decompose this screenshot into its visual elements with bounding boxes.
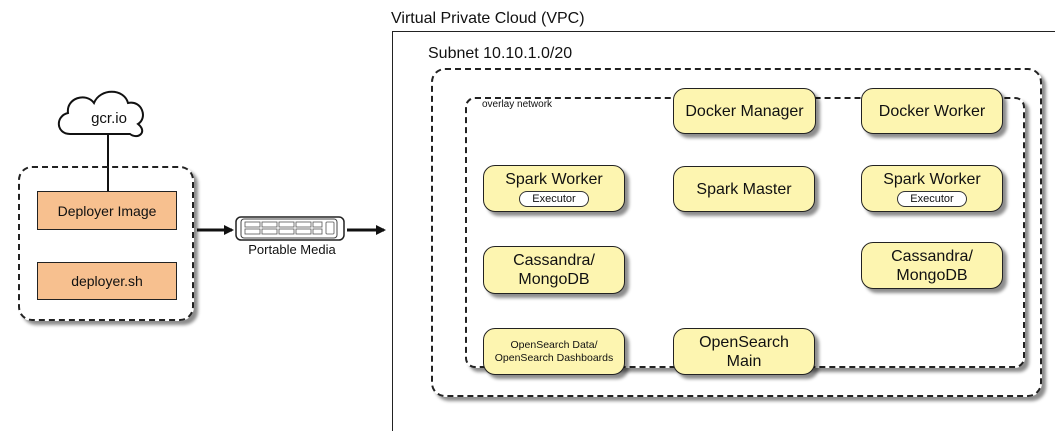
cassandra-mongodb-left-node: Cassandra/ MongoDB [483,246,625,294]
docker-manager-node: Docker Manager [673,88,816,134]
spark-worker-right-label: Spark Worker [883,171,981,188]
cassandra-left-line2: MongoDB [518,271,590,288]
cassandra-right-line1: Cassandra/ [891,247,973,265]
docker-worker-label: Docker Worker [878,102,986,120]
opensearch-main-line2: Main [726,352,762,370]
vpc-boundary [392,31,1055,431]
portable-media-label: Portable Media [248,242,336,257]
cassandra-mongodb-right-node: Cassandra/ MongoDB [861,242,1003,289]
executor-right-badge: Executor [897,191,967,207]
cassandra-right-line2: MongoDB [896,266,968,284]
docker-worker-node: Docker Worker [861,88,1003,134]
opensearch-data-line2: OpenSearch Dashboards [494,351,614,364]
opensearch-main-line1: OpenSearch [699,333,789,351]
deployer-image-box: Deployer Image [37,191,177,230]
deployer-script-box: deployer.sh [37,262,177,300]
portable-media-icon [235,216,345,241]
subnet-container [431,68,1042,397]
cloud-icon [57,90,144,138]
opensearch-main-node: OpenSearch Main [673,328,815,375]
diagram-connectors [57,90,386,241]
spark-worker-left-node: Spark Worker Executor [483,165,625,212]
executor-left-badge: Executor [519,191,589,207]
deployer-container [18,166,194,321]
opensearch-data-node: OpenSearch Data/ OpenSearch Dashboards [483,328,625,375]
registry-label: gcr.io [91,110,127,127]
subnet-title: Subnet 10.10.1.0/20 [428,45,573,62]
spark-master-node: Spark Master [673,166,815,212]
docker-manager-label: Docker Manager [685,102,804,120]
spark-worker-right-node: Spark Worker Executor [861,165,1003,212]
vpc-title: Virtual Private Cloud (VPC) [391,10,585,27]
cassandra-left-line1: Cassandra/ [513,252,595,269]
spark-master-label: Spark Master [696,180,792,198]
spark-worker-left-label: Spark Worker [505,171,603,188]
opensearch-data-line1: OpenSearch Data/ [510,338,598,351]
overlay-network-title: overlay network [482,99,553,110]
